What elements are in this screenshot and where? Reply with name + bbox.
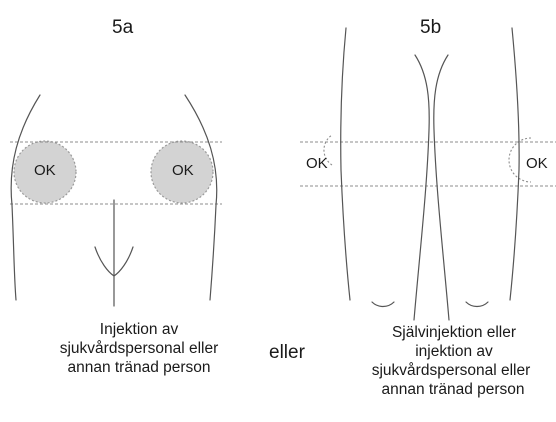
panel-b-drawing — [300, 27, 556, 321]
panel-a-right-ok: OK — [172, 162, 194, 179]
left-thigh-zone — [323, 134, 333, 166]
panel-b-left-knee — [371, 301, 395, 308]
panel-a-caption-1: Injektion av — [99, 321, 179, 338]
right-buttock-zone — [150, 140, 214, 204]
panel-a-drawing — [10, 94, 222, 307]
panel-a-caption-2: sjukvårdspersonal eller — [59, 340, 219, 357]
panel-b-right-outer — [509, 27, 520, 301]
panel-a-right-hip — [184, 94, 218, 301]
panel-b-caption-2: injektion av — [415, 343, 493, 360]
panel-b-caption-1: Självinjektion eller — [391, 324, 517, 341]
right-thigh-zone — [508, 137, 532, 183]
panel-a-left-hip — [10, 94, 41, 301]
panel-b-caption-4: annan tränad person — [381, 381, 525, 398]
panel-b-left-ok: OK — [306, 155, 328, 172]
panel-b-right-knee — [465, 301, 489, 308]
panel-b-right-inner — [433, 54, 450, 321]
panel-b-caption-3: sjukvårdspersonal eller — [371, 362, 531, 379]
panel-b-right-ok: OK — [526, 155, 548, 172]
connector-eller: eller — [269, 342, 305, 363]
panel-b-left-inner — [413, 54, 430, 321]
panel-a-left-ok: OK — [34, 162, 56, 179]
panel-a-label: 5a — [112, 17, 134, 38]
left-buttock-zone — [13, 140, 77, 204]
panel-b-label: 5b — [420, 17, 442, 38]
panel-b-left-outer — [340, 27, 351, 301]
panel-a-caption-3: annan tränad person — [67, 359, 211, 376]
